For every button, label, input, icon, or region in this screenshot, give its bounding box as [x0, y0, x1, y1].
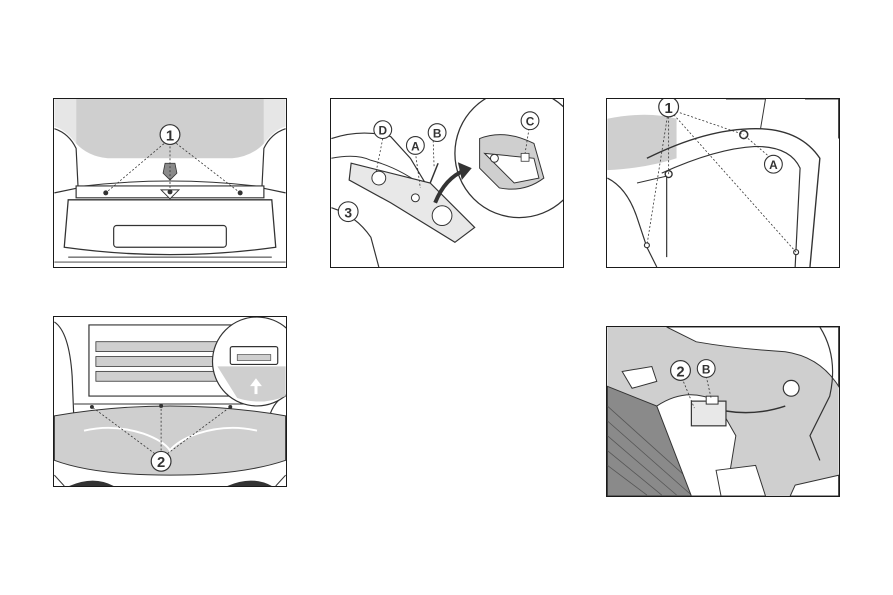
- callout-1: 1: [658, 99, 680, 118]
- illustration-panel-headlamp-side: D B A C 3: [330, 98, 564, 268]
- svg-text:D: D: [378, 124, 387, 138]
- svg-text:A: A: [769, 158, 778, 172]
- lamp-connector-drawing: 2 B: [607, 327, 839, 496]
- front-hood-drawing: 1: [54, 99, 286, 267]
- callout-2: 2: [670, 360, 691, 381]
- svg-text:B: B: [433, 127, 442, 141]
- svg-text:C: C: [526, 115, 535, 129]
- svg-text:1: 1: [665, 101, 673, 117]
- svg-text:2: 2: [157, 455, 165, 471]
- grille-under-drawing: 2: [54, 317, 286, 486]
- svg-text:B: B: [702, 362, 711, 376]
- callout-A: A: [405, 136, 425, 155]
- callout-B: B: [427, 123, 447, 143]
- callout-2: 2: [150, 450, 172, 472]
- callout-3: 3: [337, 201, 359, 223]
- illustration-panel-grille-under: 2: [53, 316, 287, 487]
- svg-text:A: A: [411, 139, 420, 153]
- illustration-panel-lamp-connector: 2 B: [606, 326, 840, 497]
- svg-text:2: 2: [676, 364, 684, 380]
- callout-C: C: [520, 111, 540, 131]
- illustration-panel-wing-side: 1 A: [606, 98, 840, 268]
- illustration-panel-front-hood: 1: [53, 98, 287, 268]
- callout-1: 1: [159, 124, 181, 146]
- svg-text:3: 3: [344, 205, 352, 221]
- callout-D: D: [373, 120, 393, 140]
- headlamp-side-drawing: D B A C 3: [331, 99, 563, 267]
- callout-B: B: [696, 359, 716, 378]
- wing-side-drawing: 1 A: [607, 99, 839, 267]
- svg-text:1: 1: [166, 129, 174, 145]
- callout-A: A: [763, 154, 783, 174]
